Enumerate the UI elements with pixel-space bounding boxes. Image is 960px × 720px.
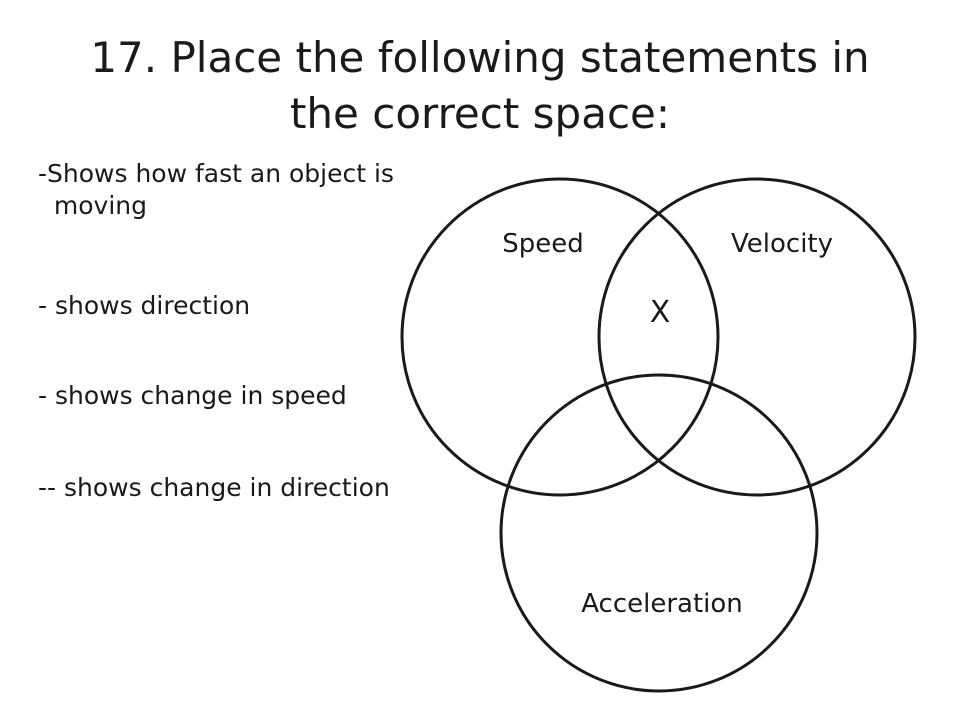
- acceleration-label: Acceleration: [581, 589, 743, 619]
- intersection-marker: X: [650, 295, 671, 330]
- question-title-line-2: the correct space:: [289, 89, 671, 138]
- statement-change-in-speed: - shows change in speed: [38, 381, 347, 410]
- statement-speed: -Shows how fast an object is: [38, 159, 394, 188]
- question-title: 17. Place the following statements in th…: [0, 30, 960, 142]
- velocity-label: Velocity: [731, 229, 833, 259]
- statement-speed-continued: moving: [38, 191, 147, 220]
- velocity-circle: [597, 177, 917, 497]
- speed-circle: [400, 177, 720, 497]
- statement-change-in-direction: -- shows change in direction: [38, 473, 390, 502]
- statement-direction: - shows direction: [38, 291, 251, 320]
- speed-label: Speed: [502, 229, 584, 259]
- question-title-line-1: 17. Place the following statements in: [90, 33, 870, 82]
- acceleration-circle: [499, 373, 819, 693]
